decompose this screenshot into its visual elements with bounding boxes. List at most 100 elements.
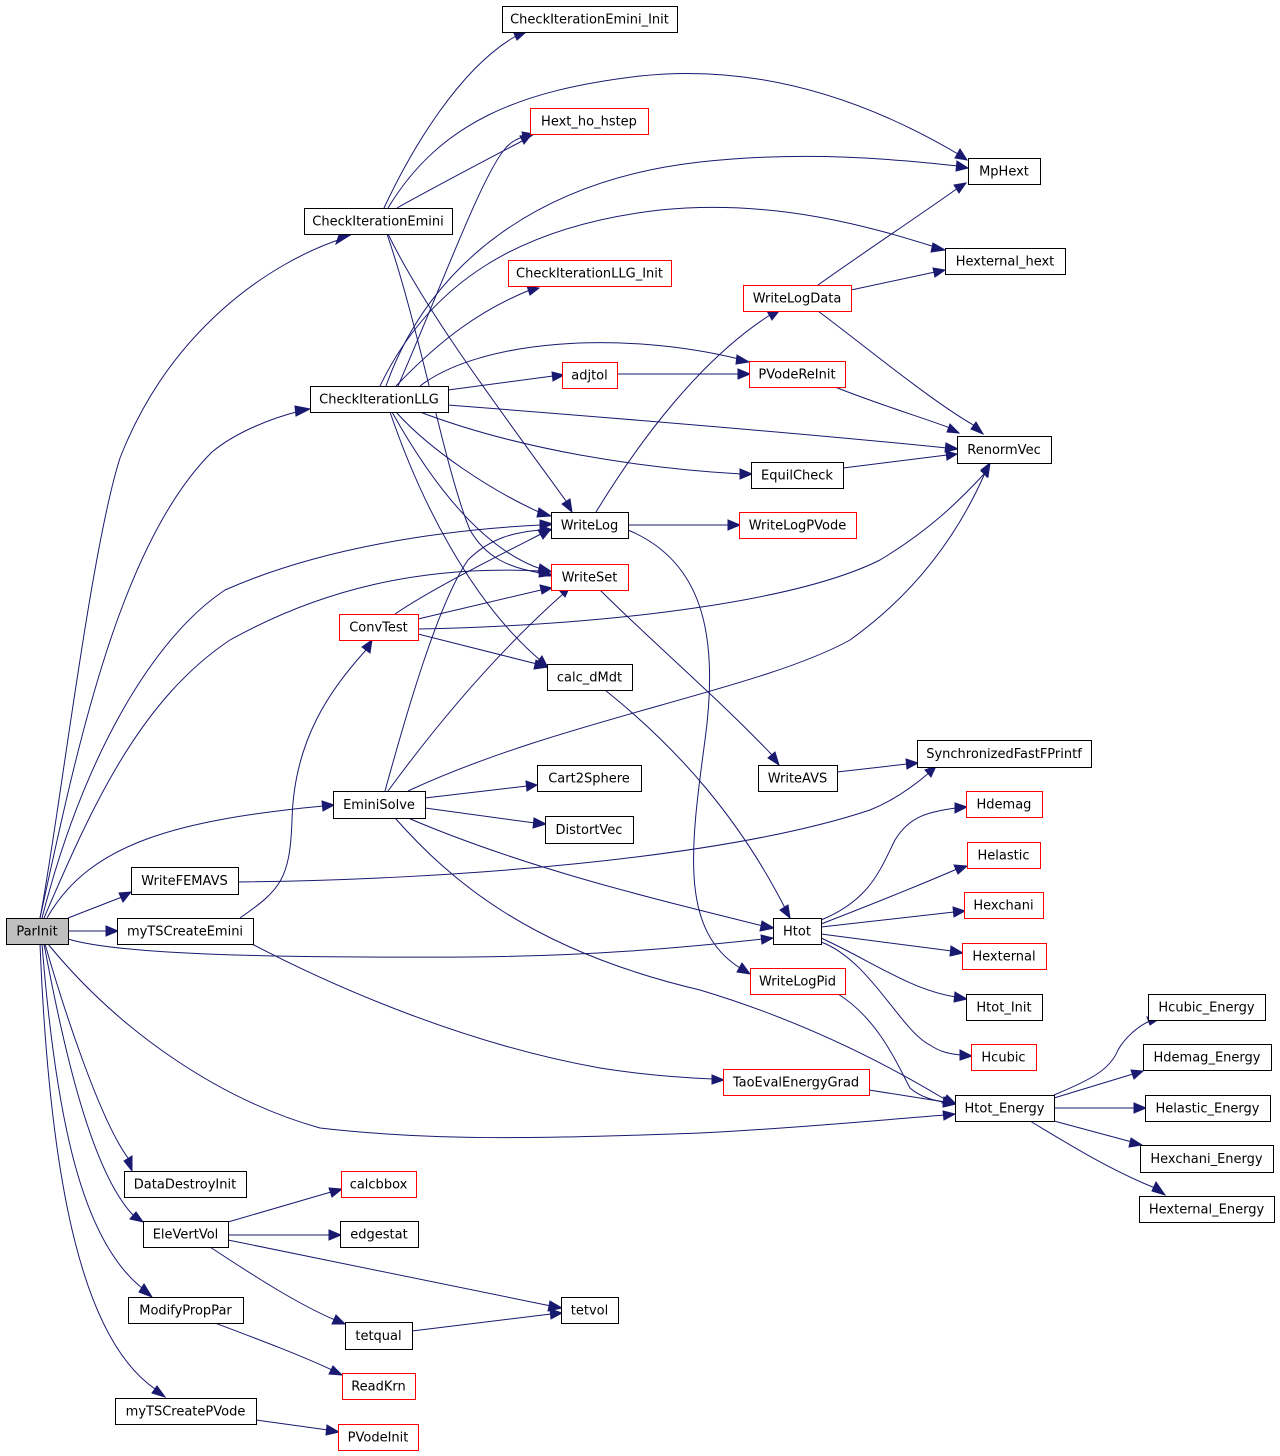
node-box[interactable] <box>917 740 1092 768</box>
node-box[interactable] <box>551 512 629 539</box>
node-WriteLogPid[interactable]: WriteLogPid <box>750 968 846 995</box>
node-SynchronizedFastFPrintf[interactable]: SynchronizedFastFPrintf <box>917 740 1092 768</box>
node-box[interactable] <box>1148 994 1266 1021</box>
node-myTSCreateEmini[interactable]: myTSCreateEmini <box>117 918 254 945</box>
node-box[interactable] <box>743 285 852 312</box>
node-box[interactable] <box>562 362 618 389</box>
node-Hext_ho_hstep[interactable]: Hext_ho_hstep <box>530 108 649 135</box>
node-box[interactable] <box>966 791 1043 818</box>
node-box[interactable] <box>339 614 419 641</box>
node-box[interactable] <box>971 1044 1037 1071</box>
node-box[interactable] <box>547 664 633 691</box>
node-box[interactable] <box>1143 1044 1272 1071</box>
node-box[interactable] <box>957 436 1052 464</box>
node-box[interactable] <box>338 1424 419 1451</box>
node-box[interactable] <box>508 260 672 287</box>
node-PVodeReInit[interactable]: PVodeReInit <box>749 361 846 388</box>
node-box[interactable] <box>1140 1145 1274 1173</box>
node-Hexchani_Energy[interactable]: Hexchani_Energy <box>1140 1145 1274 1173</box>
node-box[interactable] <box>966 994 1043 1021</box>
node-WriteLogPVode[interactable]: WriteLogPVode <box>739 512 857 539</box>
node-EleVertVol[interactable]: EleVertVol <box>143 1221 229 1248</box>
node-box[interactable] <box>723 1069 870 1096</box>
node-Cart2Sphere[interactable]: Cart2Sphere <box>537 765 642 792</box>
node-box[interactable] <box>304 208 453 235</box>
node-Htot[interactable]: Htot <box>773 918 822 945</box>
node-box[interactable] <box>530 108 649 135</box>
node-Hcubic[interactable]: Hcubic <box>971 1044 1037 1071</box>
node-Htot_Energy[interactable]: Htot_Energy <box>955 1095 1055 1122</box>
node-PVodeInit[interactable]: PVodeInit <box>338 1424 419 1451</box>
node-box[interactable] <box>340 1221 419 1248</box>
node-box[interactable] <box>945 248 1066 275</box>
node-box[interactable] <box>117 918 254 945</box>
node-box[interactable] <box>964 892 1044 919</box>
node-WriteLogData[interactable]: WriteLogData <box>743 285 852 312</box>
node-edgestat[interactable]: edgestat <box>340 1221 419 1248</box>
node-box[interactable] <box>502 6 678 33</box>
node-Helastic_Energy[interactable]: Helastic_Energy <box>1145 1095 1271 1122</box>
node-Helastic[interactable]: Helastic <box>967 842 1041 869</box>
node-box[interactable] <box>128 1297 244 1324</box>
node-box[interactable] <box>1145 1095 1271 1122</box>
node-adjtol[interactable]: adjtol <box>562 362 618 389</box>
node-box[interactable] <box>968 158 1041 185</box>
node-DataDestroyInit[interactable]: DataDestroyInit <box>124 1171 247 1198</box>
node-box[interactable] <box>561 1297 619 1324</box>
node-box[interactable] <box>773 918 822 945</box>
node-Htot_Init[interactable]: Htot_Init <box>966 994 1043 1021</box>
node-RenormVec[interactable]: RenormVec <box>957 436 1052 464</box>
node-box[interactable] <box>537 765 642 792</box>
node-MpHext[interactable]: MpHext <box>968 158 1041 185</box>
node-WriteSet[interactable]: WriteSet <box>551 564 629 591</box>
node-box[interactable] <box>758 765 838 792</box>
node-box[interactable] <box>124 1171 247 1198</box>
node-box[interactable] <box>333 791 426 819</box>
node-box[interactable] <box>143 1221 229 1248</box>
node-ParInit[interactable]: ParInit <box>6 918 69 945</box>
node-CheckIterationEmini[interactable]: CheckIterationEmini <box>304 208 453 235</box>
node-box[interactable] <box>750 968 846 995</box>
node-box[interactable] <box>1139 1196 1275 1223</box>
node-box[interactable] <box>545 816 634 844</box>
node-box[interactable] <box>967 842 1041 869</box>
node-DistortVec[interactable]: DistortVec <box>545 816 634 844</box>
node-Hexchani[interactable]: Hexchani <box>964 892 1044 919</box>
node-WriteFEMAVS[interactable]: WriteFEMAVS <box>131 867 239 895</box>
node-box[interactable] <box>751 462 844 489</box>
node-tetqual[interactable]: tetqual <box>345 1322 413 1350</box>
node-CheckIterationEmini_Init[interactable]: CheckIterationEmini_Init <box>502 6 678 33</box>
node-TaoEvalEnergyGrad[interactable]: TaoEvalEnergyGrad <box>723 1069 870 1096</box>
node-box[interactable] <box>345 1322 413 1350</box>
node-box[interactable] <box>955 1095 1055 1122</box>
node-Hdemag[interactable]: Hdemag <box>966 791 1043 818</box>
node-Hdemag_Energy[interactable]: Hdemag_Energy <box>1143 1044 1272 1071</box>
node-Hcubic_Energy[interactable]: Hcubic_Energy <box>1148 994 1266 1021</box>
node-box[interactable] <box>342 1373 416 1400</box>
node-EquilCheck[interactable]: EquilCheck <box>751 462 844 489</box>
node-ConvTest[interactable]: ConvTest <box>339 614 419 641</box>
node-box[interactable] <box>551 564 629 591</box>
node-Hexternal_Energy[interactable]: Hexternal_Energy <box>1139 1196 1275 1223</box>
node-box[interactable] <box>962 943 1047 970</box>
node-myTSCreatePVode[interactable]: myTSCreatePVode <box>115 1398 257 1425</box>
node-box[interactable] <box>6 918 69 945</box>
node-box[interactable] <box>131 867 239 895</box>
node-ReadKrn[interactable]: ReadKrn <box>342 1373 416 1400</box>
node-Hexternal_hext[interactable]: Hexternal_hext <box>945 248 1066 275</box>
node-box[interactable] <box>739 512 857 539</box>
node-ModifyPropPar[interactable]: ModifyPropPar <box>128 1297 244 1324</box>
node-calc_dMdt[interactable]: calc_dMdt <box>547 664 633 691</box>
node-box[interactable] <box>310 386 449 413</box>
node-Hexternal[interactable]: Hexternal <box>962 943 1047 970</box>
node-WriteAVS[interactable]: WriteAVS <box>758 765 838 792</box>
node-box[interactable] <box>341 1171 417 1198</box>
node-box[interactable] <box>749 361 846 388</box>
node-box[interactable] <box>115 1398 257 1425</box>
node-tetvol[interactable]: tetvol <box>561 1297 619 1324</box>
node-EminiSolve[interactable]: EminiSolve <box>333 791 426 819</box>
node-CheckIterationLLG_Init[interactable]: CheckIterationLLG_Init <box>508 260 672 287</box>
node-WriteLog[interactable]: WriteLog <box>551 512 629 539</box>
node-calcbbox[interactable]: calcbbox <box>341 1171 417 1198</box>
node-CheckIterationLLG[interactable]: CheckIterationLLG <box>310 386 449 413</box>
